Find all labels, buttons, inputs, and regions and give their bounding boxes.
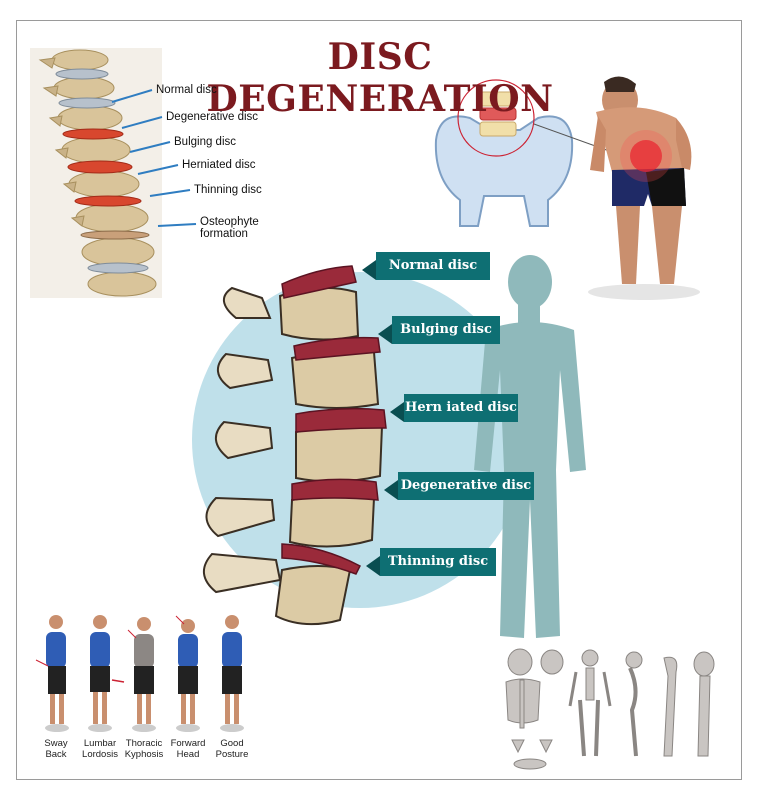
human-silhouette <box>474 255 586 638</box>
label-herniated-disc: Herniated disc <box>182 159 256 171</box>
posture-figures <box>35 615 244 732</box>
label-bulging-disc: Bulging disc <box>174 136 237 148</box>
label-thinning-disc: Thinning disc <box>194 184 262 196</box>
top-left-spine-illustration <box>30 48 162 298</box>
label-osteophyte-formation: Osteophyte formation <box>200 216 259 240</box>
skeleton-parts-illustration <box>505 648 715 770</box>
top-left-label-pointers <box>111 89 197 227</box>
ribbon-degenerative-disc: Degenerative disc <box>384 472 534 500</box>
ribbon-normal-disc: Normal disc <box>362 252 490 280</box>
ribbon-herniated-disc: Hern iated disc <box>390 394 518 422</box>
man-back-pain-illustration <box>588 76 700 300</box>
ribbon-bulging-disc: Bulging disc <box>378 316 500 344</box>
pelvis-illustration <box>434 79 613 227</box>
label-degenerative-disc: Degenerative disc <box>166 111 259 123</box>
page-title: DISC DEGENERATION <box>206 36 554 120</box>
ribbon-thinning-disc: Thinning disc <box>366 548 496 576</box>
main-spine-illustration <box>203 265 387 626</box>
label-normal-disc: Normal disc <box>156 84 217 96</box>
